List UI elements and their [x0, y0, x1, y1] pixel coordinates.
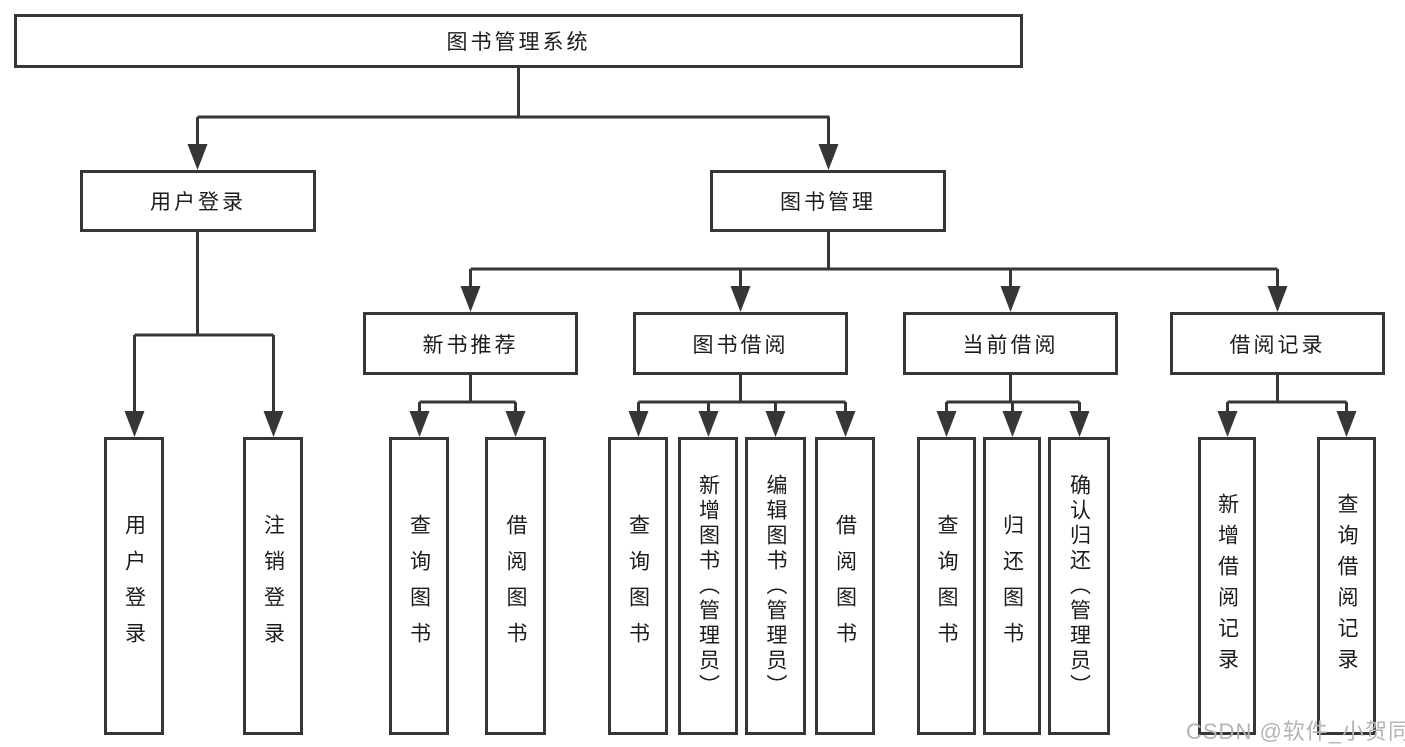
- connector-current-borrowing: [945, 375, 1081, 413]
- connector-new-book: [418, 375, 517, 413]
- arrowheads: [124, 144, 1357, 437]
- node-return-books: 归还图书: [983, 437, 1041, 735]
- connector-book-borrowing: [637, 375, 847, 413]
- connector-user-login: [133, 232, 275, 413]
- node-query-books-borrowing: 查询图书: [608, 437, 668, 735]
- node-user-login-action: 用户登录: [104, 437, 164, 735]
- node-add-books-admin: 新增图书（管理员）: [678, 437, 738, 735]
- node-current-borrowing: 当前借阅: [903, 312, 1118, 375]
- node-borrow-books-recommend: 借阅图书: [485, 437, 546, 735]
- connector-book-management: [469, 232, 1279, 288]
- node-logout-action: 注销登录: [243, 437, 303, 735]
- node-confirm-return-admin: 确认归还（管理员）: [1048, 437, 1110, 735]
- node-edit-books-admin: 编辑图书（管理员）: [745, 437, 806, 735]
- node-user-login: 用户登录: [80, 170, 316, 232]
- node-book-borrowing: 图书借阅: [633, 312, 848, 375]
- connector-borrowing-records: [1226, 375, 1348, 413]
- node-query-books-recommend: 查询图书: [389, 437, 449, 735]
- node-borrowing-records: 借阅记录: [1170, 312, 1385, 375]
- node-new-book-recommend: 新书推荐: [363, 312, 578, 375]
- node-query-borrow-record: 查询借阅记录: [1317, 437, 1376, 735]
- node-borrow-books-borrowing: 借阅图书: [815, 437, 875, 735]
- node-add-borrow-record: 新增借阅记录: [1198, 437, 1256, 735]
- node-book-management: 图书管理: [710, 170, 946, 232]
- csdn-watermark: CSDN @软件_小贺同学: [1186, 719, 1405, 744]
- node-query-books-current: 查询图书: [917, 437, 976, 735]
- connector-root: [196, 68, 830, 146]
- node-library-system: 图书管理系统: [14, 14, 1023, 68]
